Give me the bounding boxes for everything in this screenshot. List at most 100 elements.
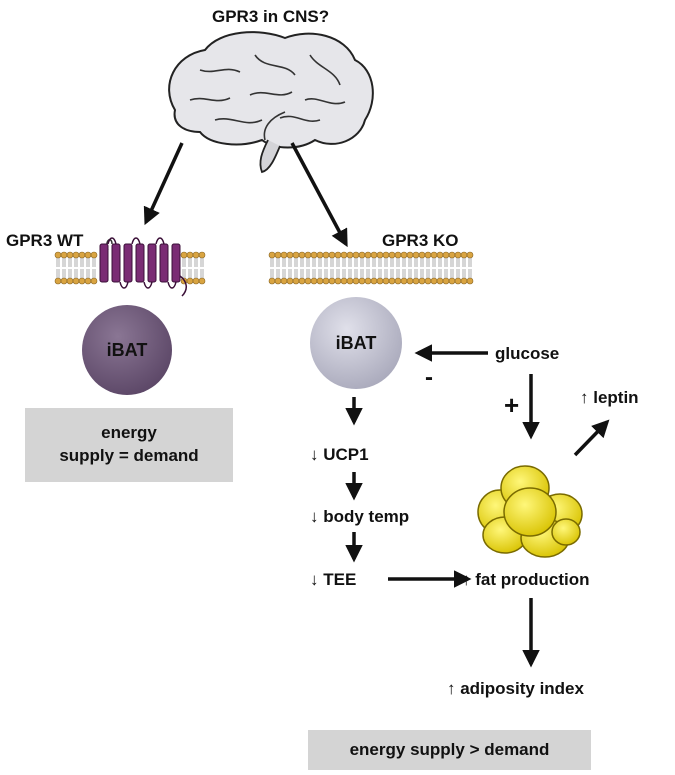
lipid-tail bbox=[300, 258, 304, 267]
lipid-head bbox=[334, 251, 342, 259]
lipid-head bbox=[376, 277, 384, 285]
lipid-tail bbox=[80, 258, 84, 267]
lipid-tail bbox=[182, 258, 186, 267]
lipid-head bbox=[400, 251, 408, 259]
ibat-ko-circle bbox=[310, 297, 402, 389]
lipid-head bbox=[274, 277, 282, 285]
lipid-tail bbox=[276, 269, 280, 278]
lipid-tail bbox=[312, 269, 316, 278]
lipid-head bbox=[72, 277, 80, 285]
lipid-tail bbox=[432, 269, 436, 278]
lipid-tail bbox=[372, 258, 376, 267]
energy-balance-wt-line2: supply = demand bbox=[59, 446, 199, 465]
lipid-head bbox=[192, 251, 200, 259]
lipid-tail bbox=[426, 269, 430, 278]
ibat-wt-circle bbox=[82, 305, 172, 395]
lipid-tail bbox=[270, 269, 274, 278]
lipid-head bbox=[90, 251, 98, 259]
lipid-head bbox=[340, 277, 348, 285]
lipid-head bbox=[292, 277, 300, 285]
lipid-tail bbox=[468, 269, 472, 278]
lipid-head bbox=[460, 251, 468, 259]
lipid-tail bbox=[306, 258, 310, 267]
lipid-head bbox=[298, 251, 306, 259]
energy-balance-ko-text: energy supply > demand bbox=[349, 739, 550, 759]
lipid-head bbox=[370, 277, 378, 285]
lipid-head bbox=[304, 277, 312, 285]
lipid-tail bbox=[56, 269, 60, 278]
lipid-tail bbox=[438, 258, 442, 267]
lipid-head bbox=[198, 251, 206, 259]
lipid-tail bbox=[194, 269, 198, 278]
lipid-head bbox=[186, 251, 194, 259]
lipid-head bbox=[322, 251, 330, 259]
lipid-tail bbox=[336, 269, 340, 278]
lipid-tail bbox=[468, 258, 472, 267]
lipid-tail bbox=[288, 269, 292, 278]
lipid-tail bbox=[200, 269, 204, 278]
lipid-head bbox=[352, 251, 360, 259]
lipid-tail bbox=[86, 269, 90, 278]
gpr3-ko-label: GPR3 KO bbox=[382, 231, 459, 250]
lipid-tail bbox=[282, 258, 286, 267]
lipid-tail bbox=[396, 258, 400, 267]
inhibition-sign: - bbox=[425, 364, 433, 391]
lipid-head bbox=[466, 277, 474, 285]
lipid-head bbox=[328, 277, 336, 285]
lipid-tail bbox=[444, 269, 448, 278]
lipid-head bbox=[466, 251, 474, 259]
energy-balance-wt-line1: energy bbox=[101, 423, 157, 443]
lipid-head bbox=[382, 251, 390, 259]
glucose-label: glucose bbox=[495, 344, 560, 363]
lipid-tail bbox=[282, 269, 286, 278]
lipid-head bbox=[430, 277, 438, 285]
lipid-head bbox=[60, 251, 68, 259]
lipid-tail bbox=[420, 269, 424, 278]
lipid-tail bbox=[74, 258, 78, 267]
lipid-tail bbox=[294, 258, 298, 267]
lipid-head bbox=[394, 277, 402, 285]
lipid-head bbox=[364, 277, 372, 285]
lipid-tail bbox=[360, 258, 364, 267]
lipid-head bbox=[268, 277, 276, 285]
lipid-tail bbox=[182, 269, 186, 278]
lipid-head bbox=[84, 251, 92, 259]
lipid-head bbox=[412, 251, 420, 259]
leptin-label: ↑ leptin bbox=[580, 388, 639, 407]
lipid-head bbox=[388, 251, 396, 259]
lipid-tail bbox=[390, 258, 394, 267]
lipid-head bbox=[346, 251, 354, 259]
lipid-head bbox=[442, 277, 450, 285]
lipid-tail bbox=[324, 269, 328, 278]
lipid-head bbox=[442, 251, 450, 259]
lipid-tail bbox=[336, 258, 340, 267]
lipid-tail bbox=[342, 258, 346, 267]
lipid-head bbox=[400, 277, 408, 285]
lipid-head bbox=[322, 277, 330, 285]
lipid-head bbox=[298, 277, 306, 285]
lipid-tail bbox=[414, 258, 418, 267]
arrow-brain-to-ko bbox=[290, 142, 348, 248]
lipid-tail bbox=[312, 258, 316, 267]
lipid-head bbox=[424, 277, 432, 285]
lipid-head bbox=[328, 251, 336, 259]
lipid-head bbox=[418, 251, 426, 259]
cell-membrane-wt bbox=[54, 251, 206, 285]
lipid-tail bbox=[62, 258, 66, 267]
lipid-tail bbox=[354, 258, 358, 267]
lipid-tail bbox=[276, 258, 280, 267]
lipid-head bbox=[316, 251, 324, 259]
lipid-head bbox=[192, 277, 200, 285]
lipid-head bbox=[358, 277, 366, 285]
lipid-tail bbox=[420, 258, 424, 267]
lipid-tail bbox=[62, 269, 66, 278]
lipid-tail bbox=[288, 258, 292, 267]
lipid-tail bbox=[354, 269, 358, 278]
lipid-tail bbox=[462, 269, 466, 278]
lipid-tail bbox=[80, 269, 84, 278]
lipid-tail bbox=[270, 258, 274, 267]
lipid-head bbox=[382, 277, 390, 285]
lipid-tail bbox=[414, 269, 418, 278]
lipid-tail bbox=[450, 269, 454, 278]
